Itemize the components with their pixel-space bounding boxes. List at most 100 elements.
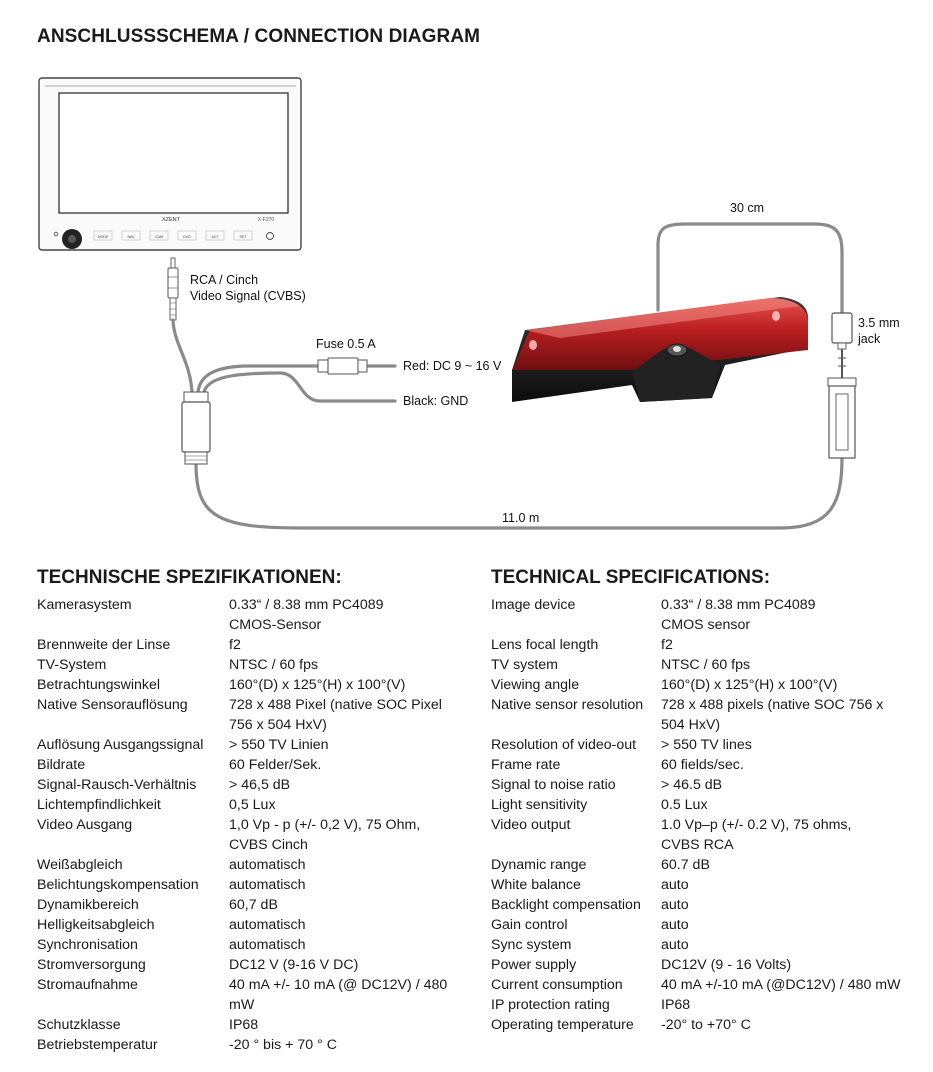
spec-row: Synchronisation automatisch [37, 935, 469, 955]
spec-value-line: automatisch [229, 877, 306, 893]
spec-label: Current consumption [491, 977, 623, 993]
spec-row: Betriebstemperatur -20 ° bis + 70 ° C [37, 1035, 469, 1055]
svg-text:NAV: NAV [127, 235, 135, 239]
spec-value: auto [661, 875, 921, 895]
spec-value: f2 [661, 635, 921, 655]
spec-row: Betrachtungswinkel 160°(D) x 125°(H) x 10… [37, 675, 469, 695]
spec-label: Helligkeitsabgleich [37, 917, 155, 933]
jack-label-2: jack [857, 332, 881, 346]
cable-length-11m: 11.0 m [502, 511, 539, 525]
monitor-power-button[interactable] [266, 232, 274, 240]
monitor: XZENT X-F270 MODE NAV CAM DVD ACT SET [38, 77, 302, 251]
spec-row: Current consumption 40 mA +/-10 mA (@DC12… [491, 975, 921, 995]
spec-value-line: 0.33“ / 8.38 mm PC4089 [229, 597, 384, 613]
spec-value-line: -20° to +70° C [661, 1017, 751, 1033]
spec-label: TV system [491, 657, 559, 673]
spec-row: Viewing angle 160°(D) x 125°(H) x 100°(V) [491, 675, 921, 695]
en-spec-heading: TECHNICAL SPECIFICATIONS: [491, 567, 771, 588]
spec-value-line: auto [661, 917, 689, 933]
spec-value-line: f2 [229, 637, 241, 653]
jack-label: 3.5 mm [858, 316, 900, 330]
spec-label: Betriebstemperatur [37, 1037, 158, 1053]
video-signal-label: Video Signal (CVBS) [190, 289, 306, 303]
spec-value-line: 728 x 488 pixels (native SOC 756 x [661, 697, 884, 713]
monitor-button-set[interactable] [233, 230, 253, 241]
spec-value: automatisch [229, 935, 469, 955]
spec-value: NTSC / 60 fps [661, 655, 921, 675]
spec-label: Kamerasystem [37, 597, 132, 613]
spec-value-line: -20 ° bis + 70 ° C [229, 1037, 337, 1053]
spec-value: 40 mA +/- 10 mA (@ DC12V) / 480 mW [229, 975, 469, 1015]
spec-value: NTSC / 60 fps [229, 655, 469, 675]
spec-row: Stromversorgung DC12 V (9-16 V DC) [37, 955, 469, 975]
svg-text:CAM: CAM [155, 235, 163, 239]
spec-label: Image device [491, 597, 576, 613]
spec-label: Lens focal length [491, 637, 599, 653]
spec-row: Signal-Rausch-Verhältnis> 46,5 dB [37, 775, 469, 795]
page-title: ANSCHLUSSSCHEMA / CONNECTION DIAGRAM [37, 26, 481, 47]
spec-value: DC12 V (9-16 V DC) [229, 955, 469, 975]
fuse-label: Fuse 0.5 A [316, 337, 376, 351]
fuse [317, 357, 368, 375]
spec-label: Weißabgleich [37, 857, 123, 873]
spec-value: 40 mA +/-10 mA (@DC12V) / 480 mW [661, 975, 921, 995]
spec-value: 728 x 488 Pixel (native SOC Pixel 756 x 5… [229, 695, 469, 735]
spec-label: Synchronisation [37, 937, 138, 953]
spec-value-line: > 46.5 dB [661, 777, 723, 793]
spec-label: Viewing angle [491, 677, 580, 693]
red-wire-label: Red: DC 9 ~ 16 V [403, 359, 502, 373]
rca-label: RCA / Cinch [190, 273, 258, 287]
spec-value-line: 60,7 dB [229, 897, 278, 913]
spec-label: Frame rate [491, 757, 561, 773]
spec-value: automatisch [229, 875, 469, 895]
spec-label: Stromversorgung [37, 957, 146, 973]
monitor-button-cam[interactable] [149, 230, 169, 241]
video-cable [171, 318, 194, 394]
spec-value: -20° to +70° C [661, 1015, 921, 1035]
monitor-button-nav[interactable] [121, 230, 141, 241]
svg-text:ACT: ACT [211, 235, 219, 239]
spec-value: 160°(D) x 125°(H) x 100°(V) [229, 675, 469, 695]
spec-value: 1.0 Vp–p (+/- 0.2 V), 75 ohms,CVBS RCA [661, 815, 921, 855]
spec-value-line: 756 x 504 HxV) [229, 717, 327, 733]
spec-value-line: 728 x 488 Pixel (native SOC Pixel [229, 697, 442, 713]
spec-label: Backlight compensation [491, 897, 641, 913]
spec-label: White balance [491, 877, 581, 893]
spec-value: > 46.5 dB [661, 775, 921, 795]
monitor-button-dvd[interactable] [177, 230, 197, 241]
monitor-button-act[interactable] [205, 230, 225, 241]
spec-value-line: > 46,5 dB [229, 777, 291, 793]
spec-value-line: 160°(D) x 125°(H) x 100°(V) [661, 677, 838, 693]
monitor-button-mode[interactable] [93, 230, 113, 241]
spec-row: Weißabgleich automatisch [37, 855, 469, 875]
monitor-buttons: MODE NAV CAM DVD ACT SET [93, 230, 253, 241]
spec-value-line: 60 Felder/Sek. [229, 757, 322, 773]
spec-row: Bildrate 60 Felder/Sek. [37, 755, 469, 775]
spec-value-line: 1,0 Vp - p (+/- 0,2 V), 75 Ohm, [229, 817, 421, 833]
jack-connector [827, 312, 857, 459]
spec-value: 60 fields/sec. [661, 755, 921, 775]
spec-row: Auflösung Ausgangssignal> 550 TV Linien [37, 735, 469, 755]
spec-value: > 550 TV lines [661, 735, 921, 755]
spec-label: Betrachtungswinkel [37, 677, 161, 693]
spec-value-line: automatisch [229, 857, 306, 873]
svg-text:MODE: MODE [98, 235, 109, 239]
spec-label: Bildrate [37, 757, 86, 773]
spec-value-line: NTSC / 60 fps [661, 657, 751, 673]
spec-value: DC12V (9 - 16 Volts) [661, 955, 921, 975]
svg-text:SET: SET [240, 235, 248, 239]
camera-brake-light [512, 297, 808, 402]
red-wire [196, 364, 320, 394]
